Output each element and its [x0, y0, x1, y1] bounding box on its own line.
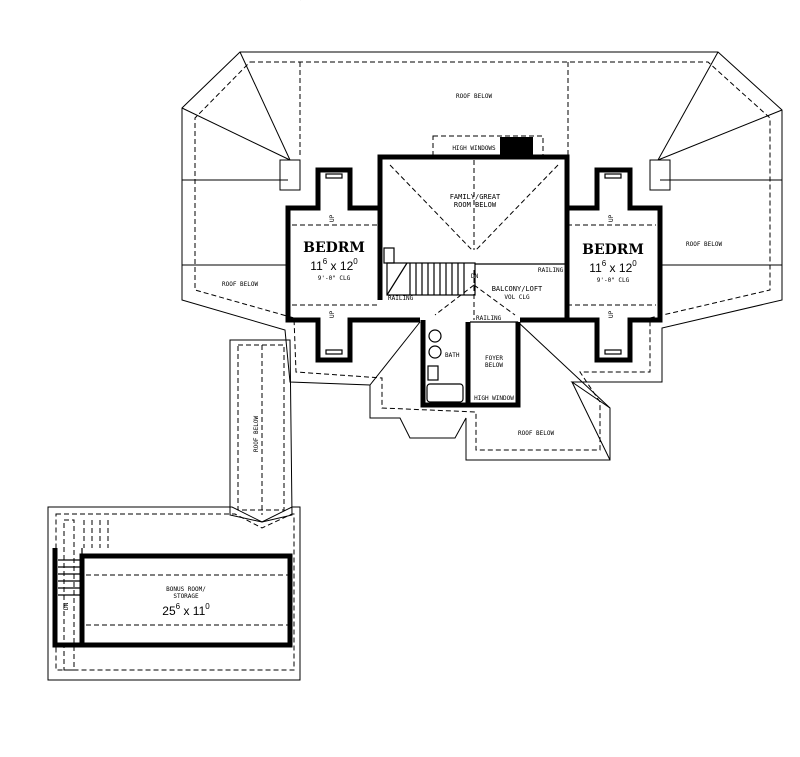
- family-room-label-2: ROOM BELOW: [454, 201, 497, 209]
- bonus-room-label: BONUS ROOM/: [166, 586, 206, 593]
- up-label: UP: [329, 214, 336, 222]
- railing-label: RAILING: [476, 315, 502, 322]
- high-windows-label: HIGH WINDOWS: [452, 145, 496, 152]
- railing-label: RAILING: [388, 295, 414, 302]
- balcony-label: BALCONY/LOFT: [492, 285, 543, 293]
- roof-outline: [181, 51, 783, 461]
- balcony-ceiling-label: VOL CLG: [504, 294, 530, 301]
- chimney: [500, 137, 533, 157]
- bonus-room-label-2: STORAGE: [173, 593, 199, 600]
- roof-below-connector-label: ROOF BELOW: [253, 415, 260, 452]
- stair[interactable]: [383, 247, 565, 323]
- up-label: UP: [329, 310, 336, 318]
- bedroom-right-ceiling: 9'-0" CLG: [597, 277, 630, 284]
- bedroom-right-dims: 116 x 120: [589, 259, 637, 275]
- bedroom-left-name: BEDRM: [303, 240, 365, 256]
- bedroom-left-dims: 116 x 120: [310, 257, 358, 273]
- roof-below-right-label: ROOF BELOW: [686, 241, 723, 248]
- vaulted-ceiling-lines: [389, 160, 559, 320]
- up-label: UP: [608, 310, 615, 318]
- upper-floor-walls: [285, 154, 663, 408]
- family-room-label: FAMILY/GREAT: [450, 193, 501, 201]
- bedroom-right-name: BEDRM: [582, 242, 644, 258]
- bonus-room-walls: [52, 548, 293, 648]
- bonus-stair-dn-label: DN: [63, 602, 70, 610]
- bath-fixtures: [426, 329, 464, 403]
- railing-label: RAILING: [538, 267, 564, 274]
- bonus-room-dims: 256 x 110: [162, 602, 210, 618]
- roof-below-bottom-label: ROOF BELOW: [518, 430, 555, 437]
- bath-label: BATH: [445, 352, 460, 359]
- connector-roof: [229, 339, 293, 523]
- roof-below-left-label: ROOF BELOW: [222, 281, 259, 288]
- bedroom-left-ceiling: 9'-0" CLG: [318, 275, 351, 282]
- stair-dn-label: DN: [471, 273, 479, 280]
- high-window-label: HIGH WINDOW: [474, 395, 514, 402]
- foyer-label-2: BELOW: [485, 362, 503, 369]
- foyer-label: FOYER: [485, 355, 503, 362]
- up-label: UP: [608, 214, 615, 222]
- roof-below-top-label: ROOF BELOW: [456, 93, 493, 100]
